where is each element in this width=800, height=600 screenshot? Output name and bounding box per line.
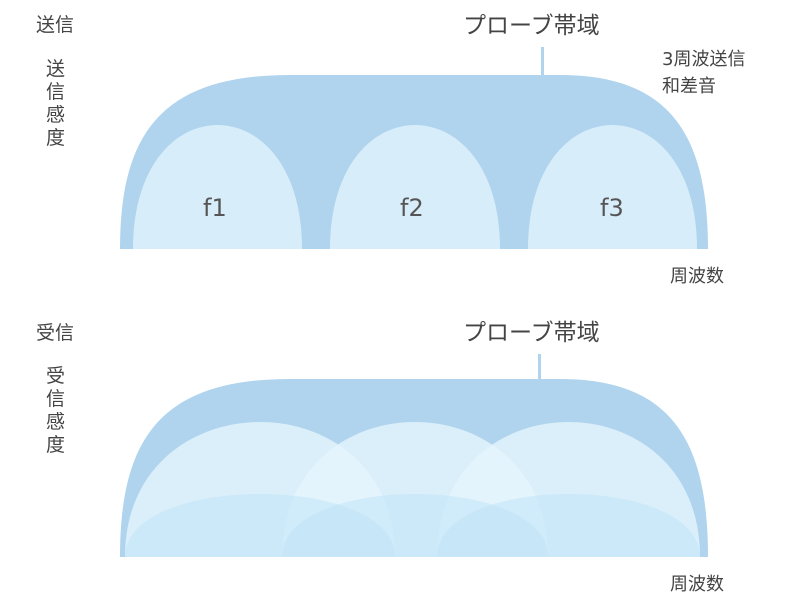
tx-y-axis-label: 送信感度 xyxy=(46,58,66,149)
tx-peak-dome-f2 xyxy=(330,124,500,249)
peak-label-f2: f2 xyxy=(400,194,424,222)
tx-band-marker xyxy=(541,47,544,75)
rx-x-axis-label: 周波数 xyxy=(670,574,724,595)
tx-band-label: プローブ帯域 xyxy=(463,13,600,39)
tx-peak-dome-f1 xyxy=(133,124,302,249)
rx-y-axis-label: 受信感度 xyxy=(46,365,66,456)
rx-band-marker xyxy=(538,354,541,379)
rx-band-label: プローブ帯域 xyxy=(463,320,600,346)
tx-peak-dome-f3 xyxy=(528,124,697,249)
rx-low-dome-3 xyxy=(437,494,700,557)
tx-note-line2: 和差音 xyxy=(662,76,716,97)
tx-note-line1: 3周波送信 xyxy=(662,49,746,70)
tx-section-label: 送信 xyxy=(36,14,75,36)
tx-x-axis-label: 周波数 xyxy=(670,266,724,287)
rx-section-label: 受信 xyxy=(36,322,75,344)
peak-label-f1: f1 xyxy=(203,194,227,222)
peak-label-f3: f3 xyxy=(600,194,624,222)
